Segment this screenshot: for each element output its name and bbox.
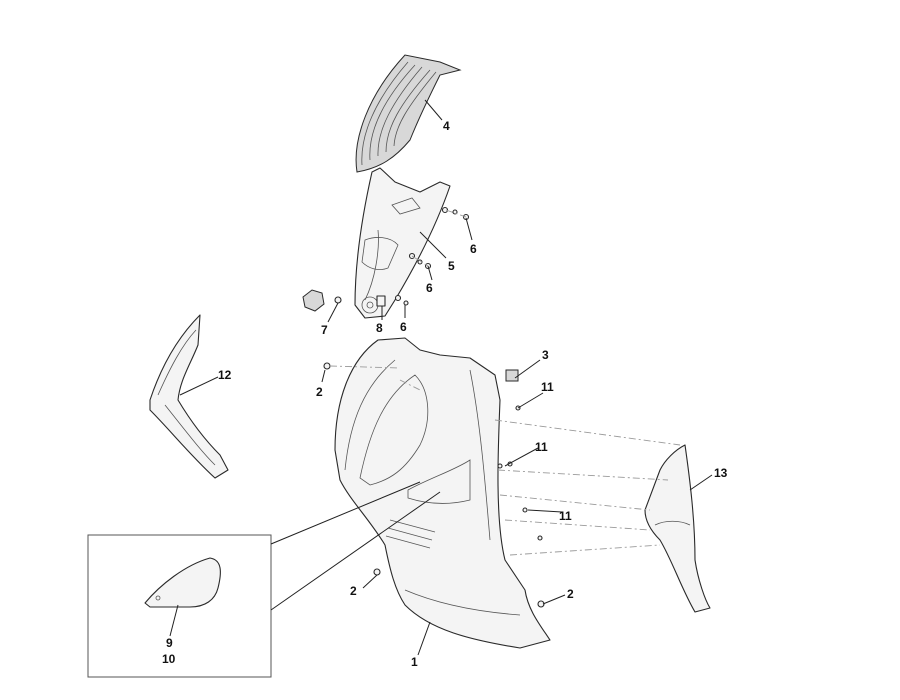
callout-6-mid: 6 [426, 281, 433, 295]
part-12-left-trim[interactable] [149, 314, 229, 479]
part-7-cap[interactable] [302, 289, 342, 312]
callout-4: 4 [443, 119, 450, 133]
callout-leaders [169, 99, 713, 656]
callout-11-low: 11 [559, 509, 572, 523]
callout-11-mid: 11 [535, 440, 548, 454]
callout-6-low: 6 [400, 320, 407, 334]
inset-detail-box [87, 481, 441, 678]
callout-3: 3 [542, 348, 549, 362]
callout-2-top: 2 [316, 385, 323, 399]
part-11-clips[interactable] [497, 405, 543, 541]
callout-2-left: 2 [350, 584, 357, 598]
callout-2-right: 2 [567, 587, 574, 601]
part-1-front-shield[interactable] [334, 337, 551, 649]
callout-10: 10 [162, 652, 176, 666]
callout-12: 12 [218, 368, 232, 382]
part-4-grille[interactable] [355, 54, 462, 173]
callout-5: 5 [448, 259, 455, 273]
callout-labels: 4 5 6 6 6 7 8 3 11 11 11 2 2 2 1 9 10 12… [162, 119, 728, 669]
callout-8: 8 [376, 321, 383, 335]
callout-13: 13 [714, 466, 728, 480]
part-6-screws[interactable] [394, 206, 470, 306]
assembly-guide-lines [399, 379, 681, 556]
callout-9: 9 [166, 636, 173, 650]
callout-1: 1 [411, 655, 418, 669]
part-2-screws[interactable] [323, 362, 545, 608]
part-5-inner-frame[interactable] [354, 167, 451, 319]
callout-6-top: 6 [470, 242, 477, 256]
part-3-bracket[interactable] [505, 369, 519, 382]
callout-7: 7 [321, 323, 328, 337]
callout-11-top: 11 [541, 380, 554, 394]
part-13-right-trim[interactable] [644, 444, 711, 613]
part-8-clip[interactable] [376, 295, 386, 307]
